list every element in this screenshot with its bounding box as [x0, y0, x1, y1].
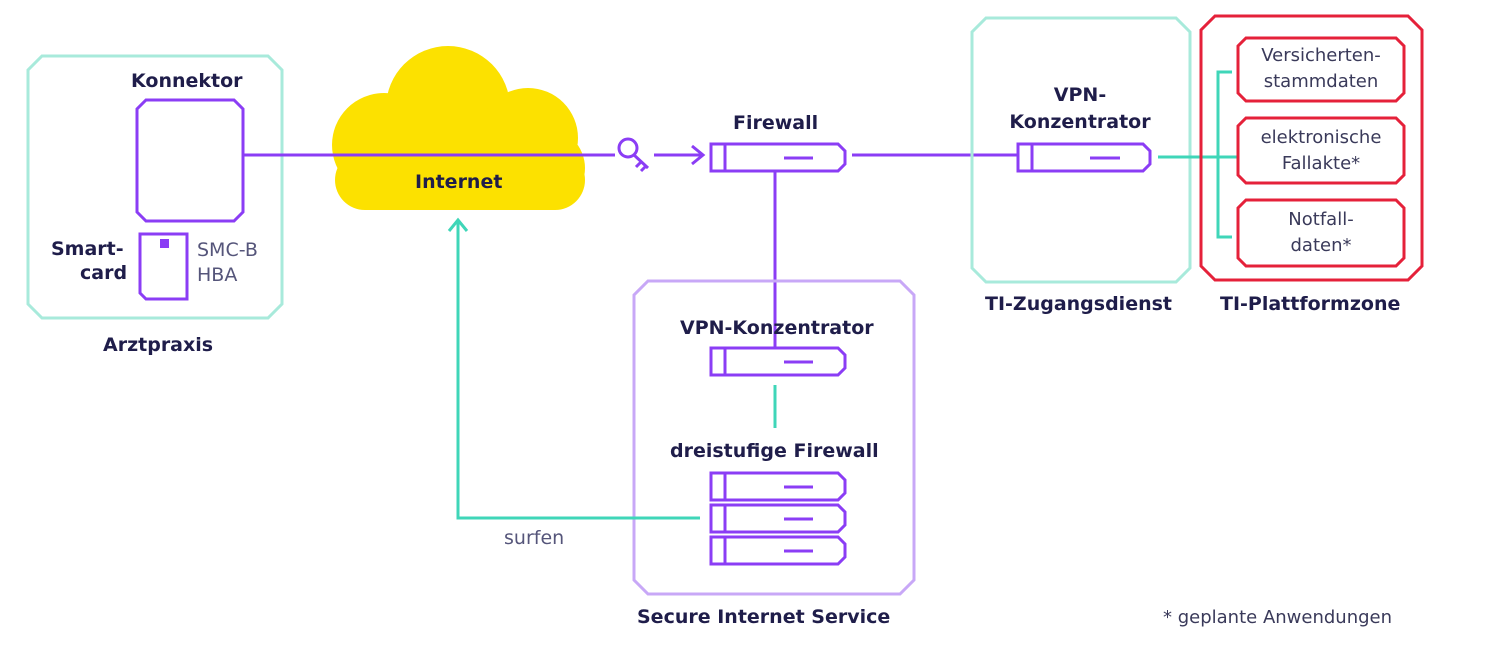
- app-box-fallakte: [1236, 116, 1406, 185]
- konnektor-label: Konnektor: [131, 70, 243, 92]
- internet-label: Internet: [415, 171, 503, 193]
- sis-vpn-label: VPN-Konzentrator: [680, 317, 874, 339]
- plattform-box: [1199, 14, 1424, 282]
- firewall-stack: [709, 471, 847, 566]
- internet-cloud: [332, 46, 585, 210]
- app-notfall-2: daten*: [1290, 235, 1352, 256]
- surfen-arrowhead: [447, 217, 469, 232]
- zugangsdienst-title: TI-Zugangsdienst: [985, 293, 1172, 315]
- app-box-versicherten: [1236, 36, 1406, 103]
- smartcard-label-2: card: [80, 262, 128, 284]
- zugang-vpn-label-1: VPN-: [1053, 84, 1107, 106]
- smartcard-icon: [138, 232, 189, 301]
- smartcard-label-1: Smart-: [51, 238, 124, 260]
- arztpraxis-title: Arztpraxis: [103, 334, 214, 356]
- card-type-hba: HBA: [197, 264, 238, 286]
- zugang-vpn-label-2: Konzentrator: [1009, 111, 1151, 133]
- smartcard-chip: [160, 239, 169, 248]
- app-versicherten-2: stammdaten: [1263, 71, 1379, 92]
- app-notfall-1: Notfall-: [1288, 209, 1354, 230]
- arrow-to-firewall: [654, 144, 706, 166]
- card-type-smcb: SMC-B: [197, 239, 258, 261]
- konnektor-device: [135, 98, 245, 223]
- plattform-bracket: [1216, 70, 1232, 239]
- key-icon: [617, 137, 650, 173]
- arztpraxis-box: [26, 54, 284, 320]
- firewall-device: [709, 142, 847, 173]
- app-versicherten-1: Versicherten-: [1261, 45, 1381, 66]
- firewall-label: Firewall: [733, 112, 819, 134]
- zugangsdienst-box: [970, 16, 1192, 284]
- app-fallakte-2: Fallakte*: [1281, 153, 1361, 174]
- sis-vpn-device: [709, 346, 847, 377]
- plattform-title: TI-Plattformzone: [1220, 293, 1401, 315]
- app-fallakte-1: elektronische: [1260, 127, 1382, 148]
- zugang-vpn-device: [1016, 142, 1152, 173]
- app-box-notfall: [1236, 198, 1406, 268]
- surfen-label: surfen: [504, 527, 565, 549]
- sis-title: Secure Internet Service: [637, 606, 891, 628]
- sis-firewall-label: dreistufige Firewall: [670, 440, 879, 462]
- footnote: * geplante Anwendungen: [1163, 607, 1393, 628]
- surfen-path: [456, 222, 700, 520]
- sis-box: [632, 279, 916, 596]
